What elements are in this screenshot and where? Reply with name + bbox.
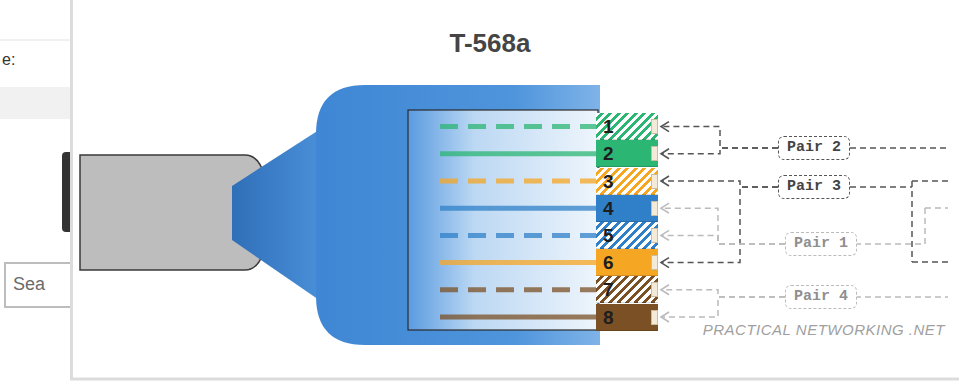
pin-number: 3	[596, 168, 614, 195]
pin-number: 4	[596, 195, 614, 222]
pin-contact: 6	[596, 249, 658, 276]
pair-connector	[661, 148, 778, 154]
ui-fragment: e:	[2, 51, 15, 69]
diagram-title: T-568a	[450, 28, 531, 59]
pin-contact: 1	[596, 113, 658, 140]
pair-box: Pair 1	[785, 232, 857, 256]
pin-contact: 2	[596, 140, 658, 167]
pair-connector	[661, 208, 785, 244]
pin-contact: 5	[596, 222, 658, 249]
contact-tab	[651, 174, 658, 189]
pair-label: Pair 2	[787, 139, 841, 157]
pair-box: Pair 2	[778, 136, 850, 160]
panel	[72, 0, 959, 379]
pin-number: 1	[596, 113, 614, 140]
contact-tab	[651, 282, 658, 297]
pair-connector	[661, 181, 778, 187]
plug-window	[408, 110, 598, 330]
pin-number: 2	[596, 140, 614, 167]
wire	[440, 287, 596, 292]
search-placeholder: Sea	[13, 274, 45, 295]
pair-connector	[661, 290, 785, 297]
contact-tab	[651, 255, 658, 270]
plug-boot	[232, 128, 322, 302]
contact-tab	[651, 228, 658, 243]
plug-body	[316, 85, 600, 345]
ui-bar	[0, 89, 72, 119]
pin-number: 8	[596, 304, 614, 331]
pin-contact: 3	[596, 168, 658, 195]
pin-contact: 4	[596, 195, 658, 222]
pair-connector	[661, 297, 785, 317]
wire	[440, 151, 596, 156]
contact-tab	[651, 310, 658, 325]
pin-number: 7	[596, 276, 614, 303]
wire	[440, 233, 596, 238]
pair-label: Pair 3	[787, 178, 841, 196]
ui-rule	[0, 88, 72, 89]
pair-connector	[661, 127, 778, 148]
watermark: PRACTICAL NETWORKING .NET	[703, 321, 945, 338]
wire	[440, 206, 596, 211]
pin-contact: 8	[596, 304, 658, 331]
pair-box: Pair 4	[785, 285, 857, 309]
pair-label: Pair 4	[794, 288, 848, 306]
wire	[440, 179, 596, 184]
contact-tab	[651, 119, 658, 134]
pair-connector	[661, 235, 785, 244]
wire-group	[440, 127, 596, 317]
pair-label: Pair 1	[794, 235, 848, 253]
pin-number: 5	[596, 222, 614, 249]
ui-rule	[0, 40, 72, 41]
pin-contact: 7	[596, 276, 658, 303]
contact-tab	[651, 146, 658, 161]
wire	[440, 315, 596, 320]
pair-connector	[661, 187, 778, 263]
wire	[440, 260, 596, 265]
pin-number: 6	[596, 249, 614, 276]
contact-tab	[651, 201, 658, 216]
pair-box: Pair 3	[778, 175, 850, 199]
wire	[440, 124, 596, 129]
